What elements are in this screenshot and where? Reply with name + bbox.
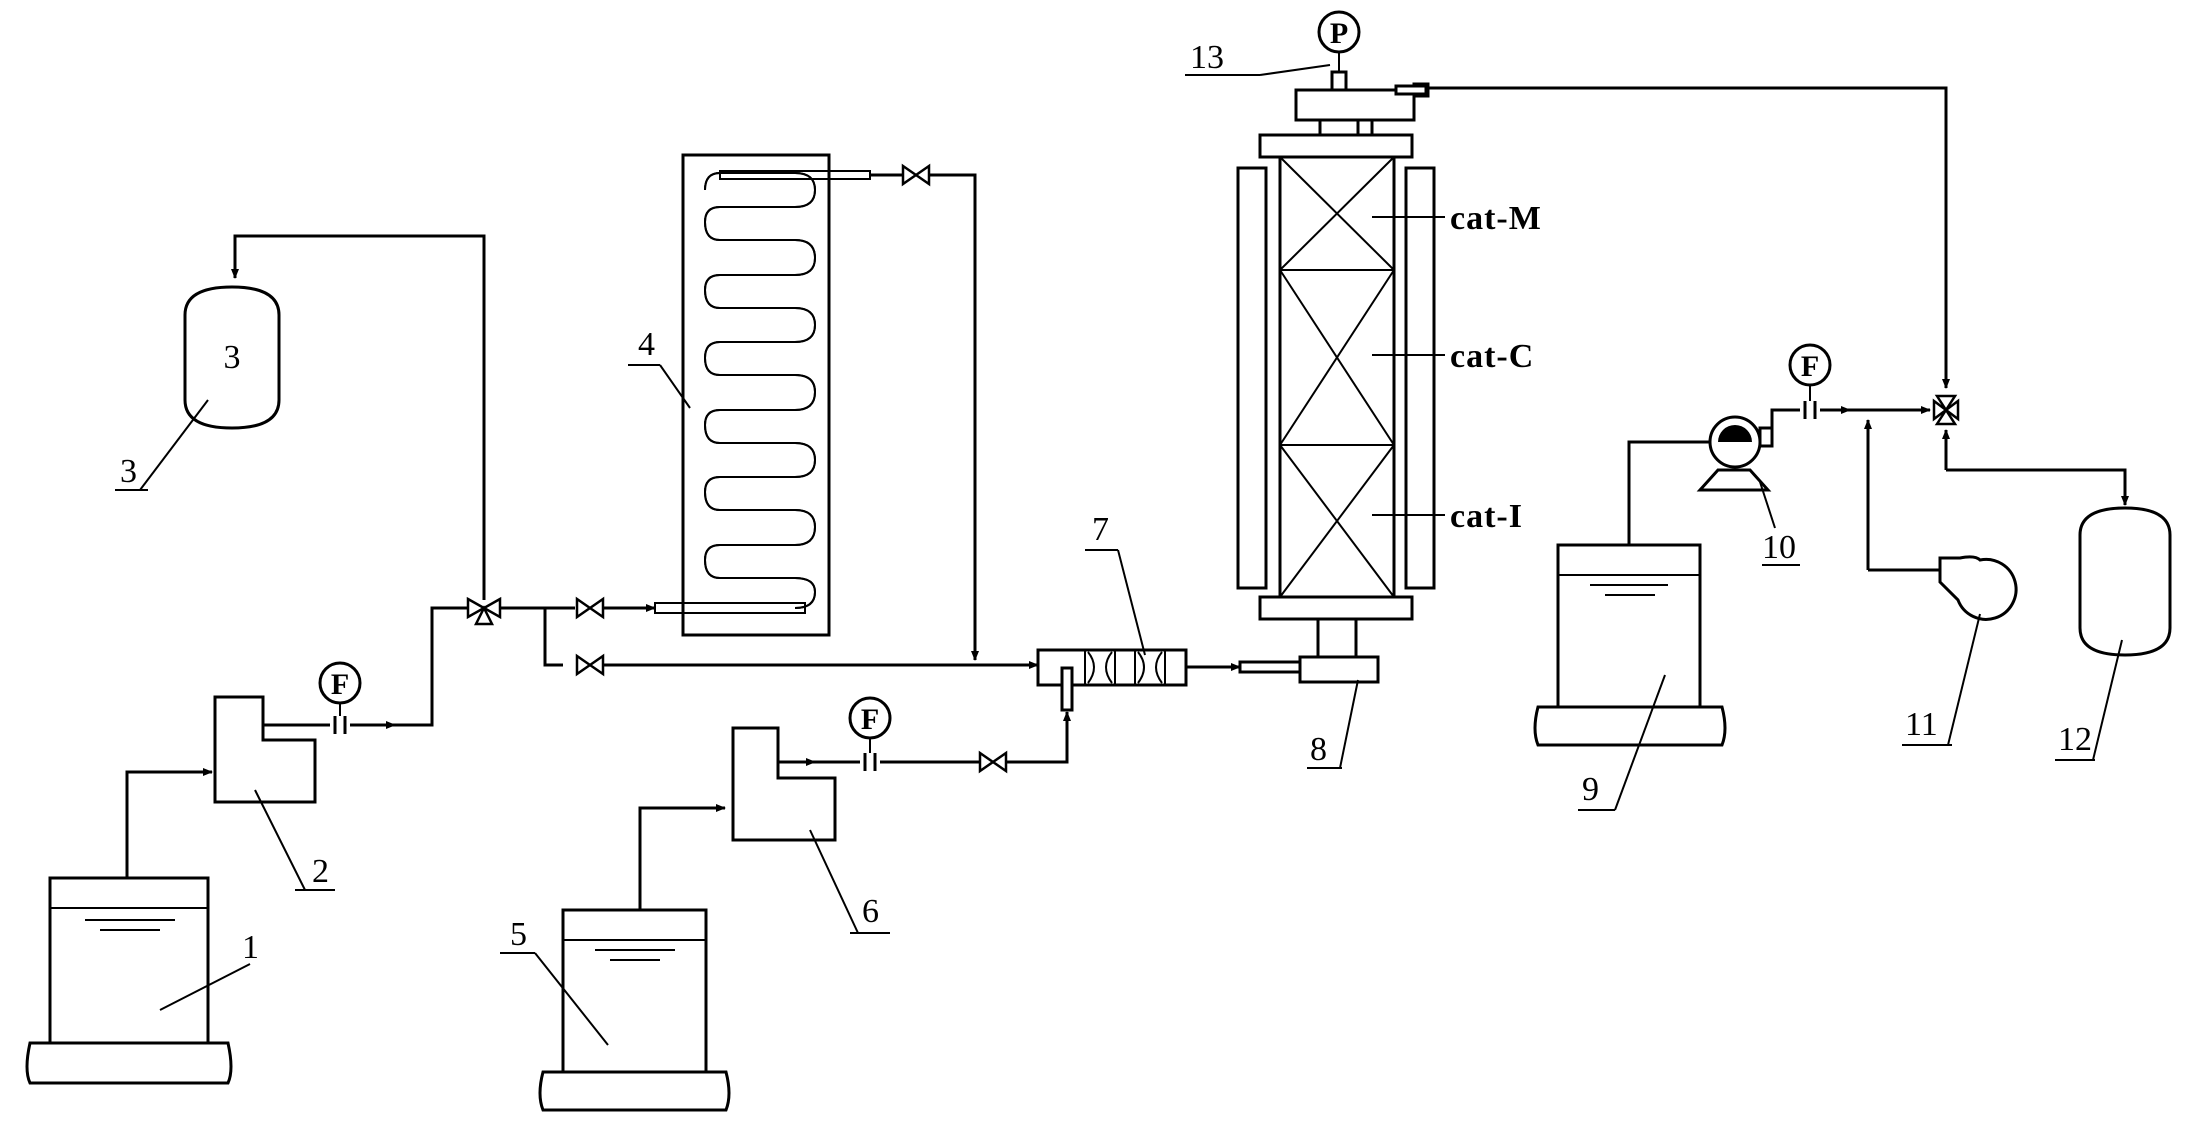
pressure-indicator-label: P xyxy=(1330,17,1348,50)
label-12: 12 xyxy=(2058,721,2092,758)
label-8: 8 xyxy=(1310,731,1327,768)
flow-indicator-label-3: F xyxy=(1801,350,1819,383)
label-3: 3 xyxy=(120,453,137,490)
label-4: 4 xyxy=(638,326,655,363)
label-3-inside: 3 xyxy=(224,339,241,376)
flow-indicator-label: F xyxy=(331,668,349,701)
flow-meter-pump2: F xyxy=(318,661,362,705)
feed-tank-5 xyxy=(538,908,731,1112)
collection-tank-9 xyxy=(1533,543,1727,747)
blower-11 xyxy=(1938,555,2018,621)
label-13: 13 xyxy=(1190,39,1224,76)
label-2: 2 xyxy=(312,853,329,890)
flow-indicator-label-2: F xyxy=(861,703,879,736)
catalyst-zone-m: cat-M xyxy=(1450,200,1542,237)
label-5: 5 xyxy=(510,916,527,953)
metering-pump-2 xyxy=(213,695,317,804)
flow-meter-pump6: F xyxy=(848,696,892,740)
preheater-4 xyxy=(654,153,871,637)
reactor-column xyxy=(1236,70,1436,684)
three-way-valve xyxy=(466,596,502,626)
feed-tank-1 xyxy=(25,876,233,1085)
pressure-gauge: P xyxy=(1317,10,1361,54)
label-7: 7 xyxy=(1092,511,1109,548)
label-10: 10 xyxy=(1762,529,1796,566)
metering-pump-6 xyxy=(731,726,837,842)
label-9: 9 xyxy=(1582,771,1599,808)
four-way-valve xyxy=(1932,394,1960,426)
catalyst-zone-i: cat-I xyxy=(1450,498,1523,535)
label-6: 6 xyxy=(862,893,879,930)
label-11: 11 xyxy=(1905,706,1938,743)
product-vessel-12 xyxy=(2078,506,2172,657)
flow-meter-pump10: F xyxy=(1788,343,1832,387)
catalyst-zone-c: cat-C xyxy=(1450,338,1534,375)
static-mixer-7 xyxy=(1036,648,1188,712)
pump-10 xyxy=(1696,415,1774,492)
vessel-3: 3 xyxy=(183,285,281,430)
label-1: 1 xyxy=(242,929,259,966)
